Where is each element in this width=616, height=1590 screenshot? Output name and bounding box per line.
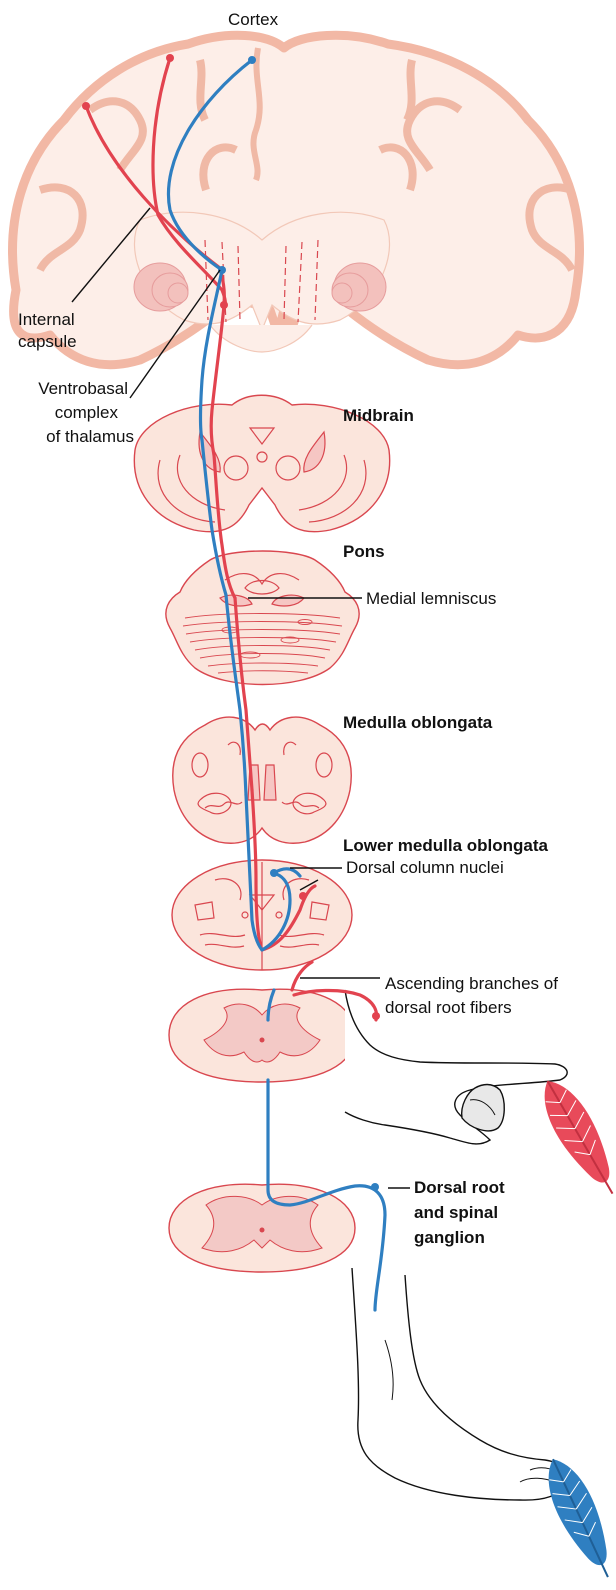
label-cortex: Cortex	[228, 10, 279, 29]
pons-section	[166, 551, 359, 685]
label-dorsal-root-3: ganglion	[414, 1228, 485, 1247]
medulla-oblongata-section	[173, 717, 351, 843]
label-lower-medulla-oblongata: Lower medulla oblongata	[343, 836, 549, 855]
label-ventrobasal-2: complex	[55, 403, 119, 422]
label-ventrobasal-1: Ventrobasal	[38, 379, 128, 398]
label-medulla-oblongata: Medulla oblongata	[343, 713, 493, 732]
foot-illustration	[352, 1268, 566, 1500]
label-dorsal-column-nuclei: Dorsal column nuclei	[346, 858, 504, 877]
label-pons: Pons	[343, 542, 385, 561]
label-ascending-branches-2: dorsal root fibers	[385, 998, 512, 1017]
brain-coronal-section	[13, 35, 580, 364]
label-dorsal-root-2: and spinal	[414, 1203, 498, 1222]
label-internal-capsule-2: capsule	[18, 332, 77, 351]
spinal-cord-cervical	[169, 989, 355, 1082]
label-ascending-branches-1: Ascending branches of	[385, 974, 558, 993]
label-dorsal-root-1: Dorsal root	[414, 1178, 505, 1197]
lower-medulla-section	[172, 860, 352, 970]
label-medial-lemniscus: Medial lemniscus	[366, 589, 496, 608]
label-midbrain: Midbrain	[343, 406, 414, 425]
label-ventrobasal-3: of thalamus	[46, 427, 134, 446]
feather-icon	[531, 1072, 616, 1203]
label-internal-capsule-1: Internal	[18, 310, 75, 329]
spinal-cord-lumbar	[169, 1184, 355, 1272]
